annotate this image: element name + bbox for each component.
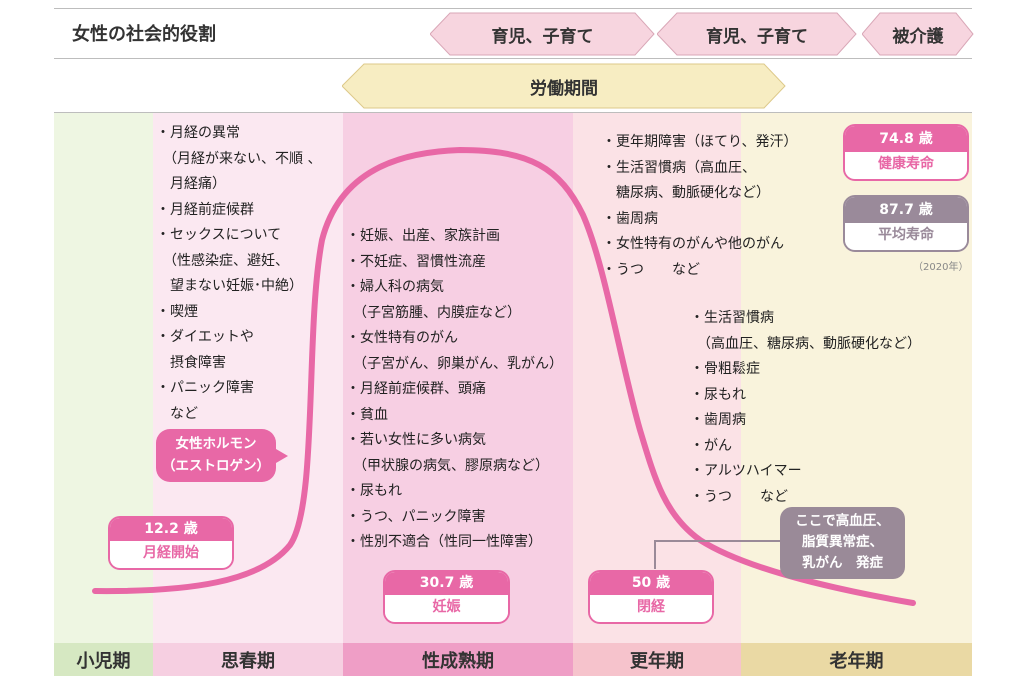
role-arrow-1-label: 育児、子育て bbox=[491, 27, 594, 47]
role-arrow-3 bbox=[862, 12, 974, 56]
work-rule bbox=[54, 112, 972, 113]
maturity-column bbox=[343, 113, 573, 643]
life-expectancy-label: 平均寿命 bbox=[845, 223, 967, 248]
role-arrow-2 bbox=[657, 12, 857, 56]
menarche-age: 12.2 歳 bbox=[110, 518, 232, 541]
risk-note: ここで高血圧、 脂質異常症、 乳がん 発症 bbox=[780, 507, 905, 579]
top-rule bbox=[54, 8, 972, 9]
healthy-life-label: 健康寿命 bbox=[845, 152, 967, 177]
stage-senior: 老年期 bbox=[741, 643, 972, 676]
hormone-pointer bbox=[276, 449, 288, 463]
estrogen-curve bbox=[92, 146, 916, 606]
menarche-label: 月経開始 bbox=[110, 541, 232, 566]
stage-puberty: 思春期 bbox=[153, 643, 343, 676]
menopause-column bbox=[573, 113, 741, 643]
hormone-label: 女性ホルモン （エストロゲン） bbox=[156, 429, 276, 482]
senior-issues-list: ・生活習慣病 （高血圧、糖尿病、動脈硬化など） ・骨粗鬆症 ・尿もれ ・歯周病 … bbox=[690, 310, 921, 505]
menopause-label: 閉経 bbox=[590, 595, 712, 620]
work-period-arrow bbox=[342, 63, 786, 109]
pregnancy-age: 30.7 歳 bbox=[385, 572, 508, 595]
stage-childhood: 小児期 bbox=[54, 643, 153, 676]
risk-note-connector bbox=[654, 540, 780, 569]
life-expectancy-badge: 87.7 歳 平均寿命 bbox=[843, 195, 969, 252]
role-arrow-1 bbox=[430, 12, 655, 56]
maturity-issues-list: ・妊娠、出産、家族計画 ・不妊症、習慣性流産 ・婦人科の病気 （子宮筋腫、内膜症… bbox=[346, 228, 563, 550]
stage-menopause: 更年期 bbox=[573, 643, 741, 676]
year-note: （2020年） bbox=[913, 262, 969, 273]
stage-maturity: 性成熟期 bbox=[343, 643, 573, 676]
social-role-title: 女性の社会的役割 bbox=[72, 24, 216, 45]
menopause-issues-list: ・更年期障害（ほてり、発汗） ・生活習慣病（高血圧、 糖尿病、動脈硬化など） ・… bbox=[602, 134, 798, 278]
healthy-life-badge: 74.8 歳 健康寿命 bbox=[843, 124, 969, 181]
role-arrow-3-label: 被介護 bbox=[892, 27, 944, 47]
pregnancy-label: 妊娠 bbox=[385, 595, 508, 620]
roles-rule bbox=[54, 58, 972, 59]
menarche-badge: 12.2 歳 月経開始 bbox=[108, 516, 234, 570]
menopause-badge: 50 歳 閉経 bbox=[588, 570, 714, 624]
life-expectancy-age: 87.7 歳 bbox=[845, 197, 967, 223]
healthy-life-age: 74.8 歳 bbox=[845, 126, 967, 152]
menopause-age: 50 歳 bbox=[590, 572, 712, 595]
role-arrow-2-label: 育児、子育て bbox=[706, 27, 808, 47]
pregnancy-badge: 30.7 歳 妊娠 bbox=[383, 570, 510, 624]
work-period-label: 労働期間 bbox=[530, 79, 598, 99]
puberty-issues-list: ・月経の異常 （月経が来ない、不順 、 月経痛） ・月経前症候群 ・セックスにつ… bbox=[156, 125, 322, 422]
